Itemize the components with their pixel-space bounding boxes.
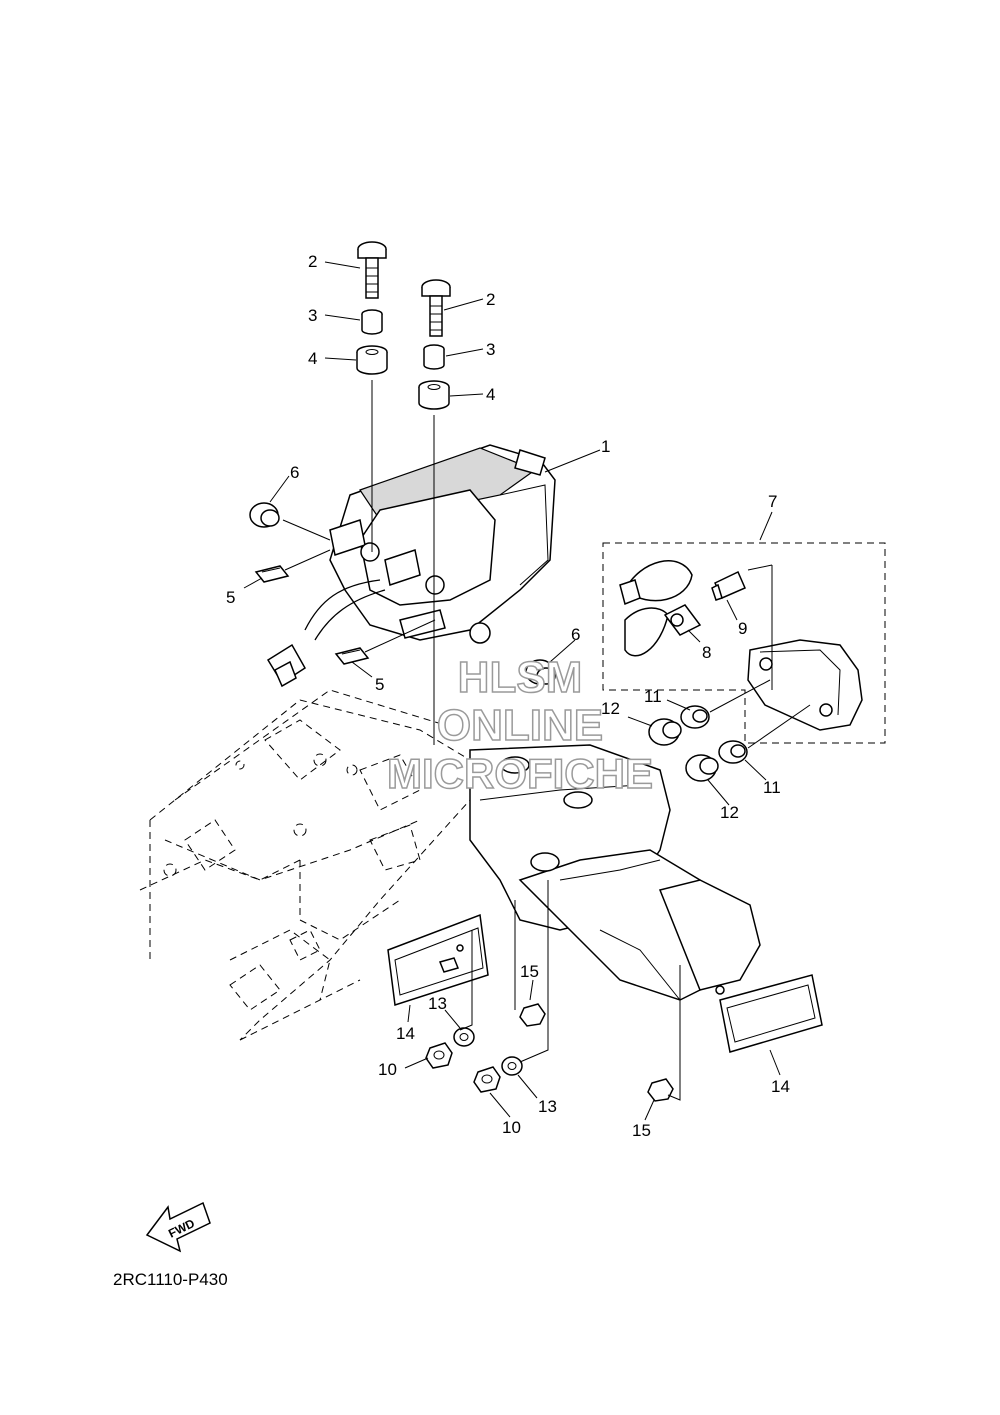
watermark-line-3: MICROFICHE [387, 750, 653, 797]
callout-3-right: 3 [486, 340, 495, 359]
grommet-12-lower [685, 754, 719, 782]
watermark-line-1: HLSM [458, 653, 583, 702]
callout-12-upper: 12 [601, 699, 620, 718]
watermark-line-2: ONLINE [437, 701, 603, 750]
callout-15-lower: 15 [632, 1121, 651, 1140]
tail-light-assembly [266, 444, 556, 688]
callout-11-upper: 11 [644, 687, 662, 706]
callout-13-left: 13 [428, 994, 447, 1013]
callout-3-left: 3 [308, 306, 317, 325]
callout-10-right: 10 [502, 1118, 521, 1137]
callout-5-upper: 5 [226, 588, 235, 607]
fwd-arrow: FWD [145, 1201, 211, 1253]
callout-12-lower: 12 [720, 803, 739, 822]
bolt-right [421, 279, 451, 337]
license-light [747, 639, 863, 731]
callout-13-right: 13 [538, 1097, 557, 1116]
grommet-12-upper [648, 718, 682, 746]
nut-15-lower [647, 1078, 674, 1102]
callout-5-lower: 5 [375, 675, 384, 694]
grommet-6-right [525, 659, 556, 685]
callout-15-upper: 15 [520, 962, 539, 981]
reference-lines [282, 380, 811, 1101]
callout-2-left: 2 [308, 252, 317, 271]
callout-4-left: 4 [308, 349, 317, 368]
callout-2-right: 2 [486, 290, 495, 309]
leader-lines [243, 261, 781, 1121]
grommet-left [356, 345, 388, 375]
washer-13-right [501, 1056, 523, 1076]
grommet-right [418, 380, 450, 410]
bulb [619, 560, 693, 657]
reflector-right [719, 974, 823, 1053]
rear-fender [469, 744, 761, 1001]
callout-9: 9 [738, 619, 747, 638]
damper-lower [718, 740, 748, 764]
rear-frame [139, 689, 471, 1041]
nut-10-left [425, 1042, 453, 1069]
callout-8: 8 [702, 643, 711, 662]
bolt-left [357, 241, 387, 299]
callout-1: 1 [601, 437, 610, 456]
callout-14-right: 14 [771, 1077, 790, 1096]
grommet-6-left [249, 502, 280, 528]
callout-11-lower: 11 [763, 778, 781, 797]
watermark: HLSM ONLINE MICROFICHE [386, 652, 654, 798]
callout-10-left: 10 [378, 1060, 397, 1079]
callouts: 2 3 4 2 3 4 1 6 5 5 6 7 9 8 11 12 11 12 … [226, 252, 790, 1140]
collar-left [361, 309, 383, 335]
callout-4-right: 4 [486, 385, 495, 404]
clip-lower [334, 647, 370, 665]
bulb-9 [711, 570, 746, 601]
diagram-code: 2RC1110-P430 [113, 1270, 228, 1289]
socket [663, 604, 702, 636]
license-light-group [602, 542, 886, 744]
callout-7: 7 [768, 492, 777, 511]
damper-upper [680, 705, 710, 729]
washer-13-left [453, 1027, 475, 1047]
reflector-left [387, 913, 489, 1006]
clip-upper [254, 565, 290, 583]
callout-6-right: 6 [571, 625, 580, 644]
callout-6-left: 6 [290, 463, 299, 482]
nut-15-upper [519, 1003, 546, 1027]
nut-10-right [473, 1066, 501, 1093]
collar-right [423, 344, 445, 370]
callout-14-left: 14 [396, 1024, 415, 1043]
